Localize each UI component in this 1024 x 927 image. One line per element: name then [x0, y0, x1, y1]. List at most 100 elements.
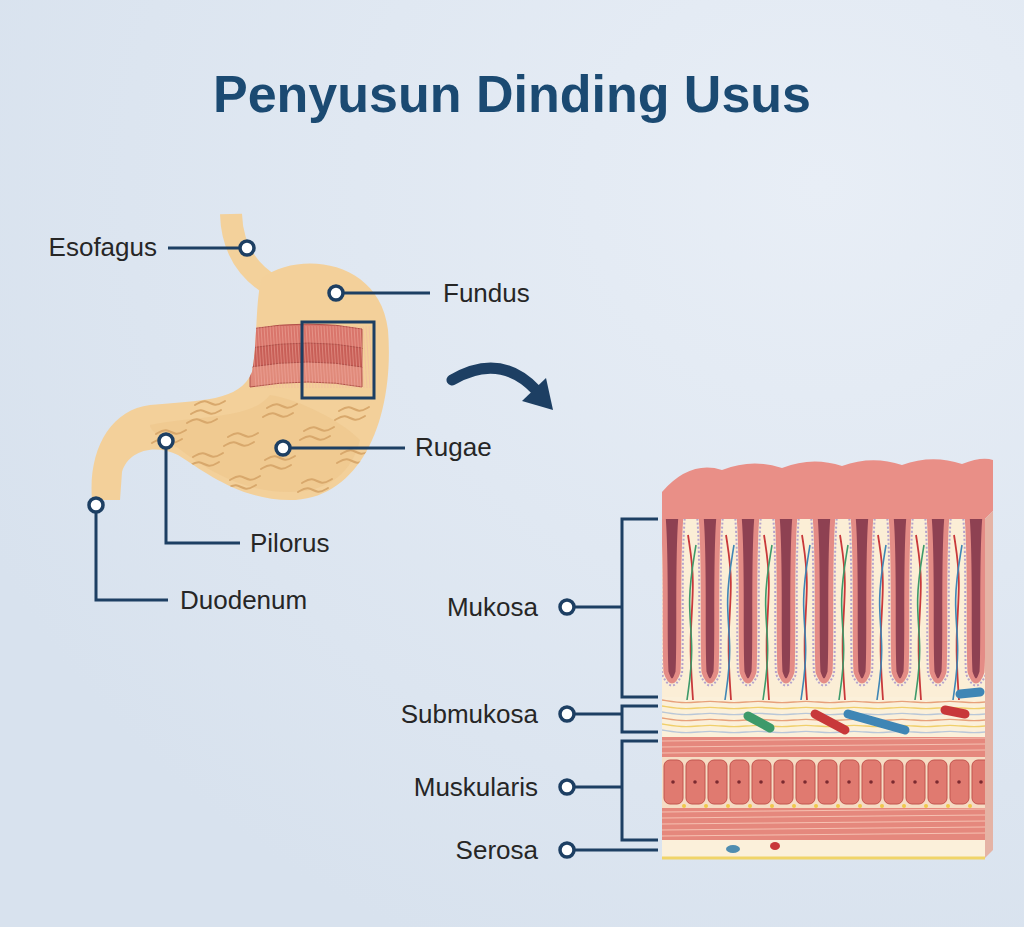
cell-nucleus — [957, 780, 961, 784]
cell-nucleus — [737, 780, 741, 784]
leader-line — [166, 448, 240, 543]
muscle-cell — [928, 760, 947, 804]
epithelium — [887, 519, 913, 686]
stomach-body — [92, 263, 389, 500]
ruga-fold — [304, 427, 334, 431]
zoom-arrow — [452, 368, 553, 410]
intestinal-crypt — [815, 519, 833, 681]
muscle-cell — [818, 760, 837, 804]
leader-line — [343, 292, 430, 295]
nerve-plexus — [836, 804, 840, 808]
leader-dot — [329, 286, 343, 300]
epithelium — [773, 519, 799, 686]
leader-dot — [159, 434, 173, 448]
nerve-plexus — [814, 804, 818, 808]
villus-vein — [763, 545, 772, 700]
muscle-cell — [686, 760, 705, 804]
nerve-plexus — [858, 804, 862, 808]
connective-fiber — [662, 706, 985, 709]
ruga-fold — [224, 442, 254, 446]
cell-nucleus — [803, 780, 807, 784]
ruga-fold — [195, 401, 225, 405]
serosa-face — [662, 840, 985, 858]
muscle-cell — [796, 760, 815, 804]
intestinal-crypt — [663, 519, 681, 681]
block-side — [985, 511, 993, 858]
longitudinal-muscle — [662, 808, 985, 840]
muscle-fiber — [662, 821, 985, 824]
cell-nucleus — [825, 780, 829, 784]
ruga-fold — [189, 462, 219, 466]
epithelium — [811, 519, 837, 686]
rugae-folds — [150, 396, 371, 492]
cell-nucleus — [979, 780, 983, 784]
ruga-fold — [150, 396, 180, 400]
nerve-plexus — [924, 804, 928, 808]
blood-vessel — [960, 692, 980, 694]
part-label: Rugae — [415, 431, 492, 463]
ruga-fold — [298, 488, 328, 492]
arrow-shaft — [452, 368, 536, 390]
nerve-plexus — [946, 804, 950, 808]
epithelium — [735, 519, 761, 686]
muscle-cell — [972, 760, 985, 804]
cell-nucleus — [693, 780, 697, 784]
nerve-plexus — [968, 804, 972, 808]
leader-line — [574, 786, 622, 789]
leader-dot — [276, 441, 290, 455]
muscle-cell — [840, 760, 859, 804]
villus-vein — [725, 545, 734, 700]
cell-nucleus — [869, 780, 873, 784]
cell-nucleus — [935, 780, 939, 784]
zoom-box — [302, 322, 374, 398]
ruga-fold — [226, 485, 256, 489]
villus-vein — [953, 545, 962, 700]
part-label: Mukosa — [447, 591, 538, 623]
circular-muscle — [662, 757, 985, 808]
ruga-fold — [187, 419, 217, 423]
epithelium — [925, 519, 951, 686]
intestinal-crypt — [853, 519, 871, 681]
leader-lines — [96, 248, 658, 850]
cell-nucleus — [671, 780, 675, 784]
epithelium — [963, 519, 985, 686]
muscle-cell — [708, 760, 727, 804]
blood-vessel — [748, 716, 770, 728]
leader-line — [574, 606, 622, 609]
ruga-fold — [341, 450, 371, 454]
ruga-fold — [300, 436, 330, 440]
ruga-fold — [154, 482, 184, 486]
cell-nucleus — [759, 780, 763, 784]
muscle-cell — [752, 760, 771, 804]
muscle-cell — [774, 760, 793, 804]
mucosa-surface — [662, 459, 993, 519]
nerve-plexus — [792, 804, 796, 808]
villus-vein — [687, 545, 696, 700]
leader-dot — [89, 498, 103, 512]
muscle-cell — [730, 760, 749, 804]
muscle-fiber — [252, 326, 256, 388]
nerve-plexus — [704, 804, 708, 808]
muscle-fiber — [662, 809, 985, 812]
muscle-cell — [664, 760, 683, 804]
cell-nucleus — [891, 780, 895, 784]
stomach-inner — [150, 395, 360, 492]
block-edge — [662, 857, 985, 860]
muscle-fiber — [662, 738, 985, 741]
nerve-plexus — [682, 804, 686, 808]
leader-line — [96, 512, 168, 600]
part-label: Muskularis — [414, 771, 538, 803]
intestinal-crypt — [891, 519, 909, 681]
serosa-vessel — [770, 842, 780, 850]
leader-line — [290, 447, 405, 450]
leader-line — [574, 849, 658, 852]
ruga-fold — [261, 465, 291, 469]
epithelium — [849, 519, 875, 686]
longitudinal-muscle — [662, 737, 985, 757]
epithelium — [662, 519, 685, 686]
muscle-layers — [250, 324, 373, 388]
leader-dot — [560, 707, 574, 721]
ruga-fold — [228, 433, 258, 437]
ruga-fold — [302, 479, 332, 483]
